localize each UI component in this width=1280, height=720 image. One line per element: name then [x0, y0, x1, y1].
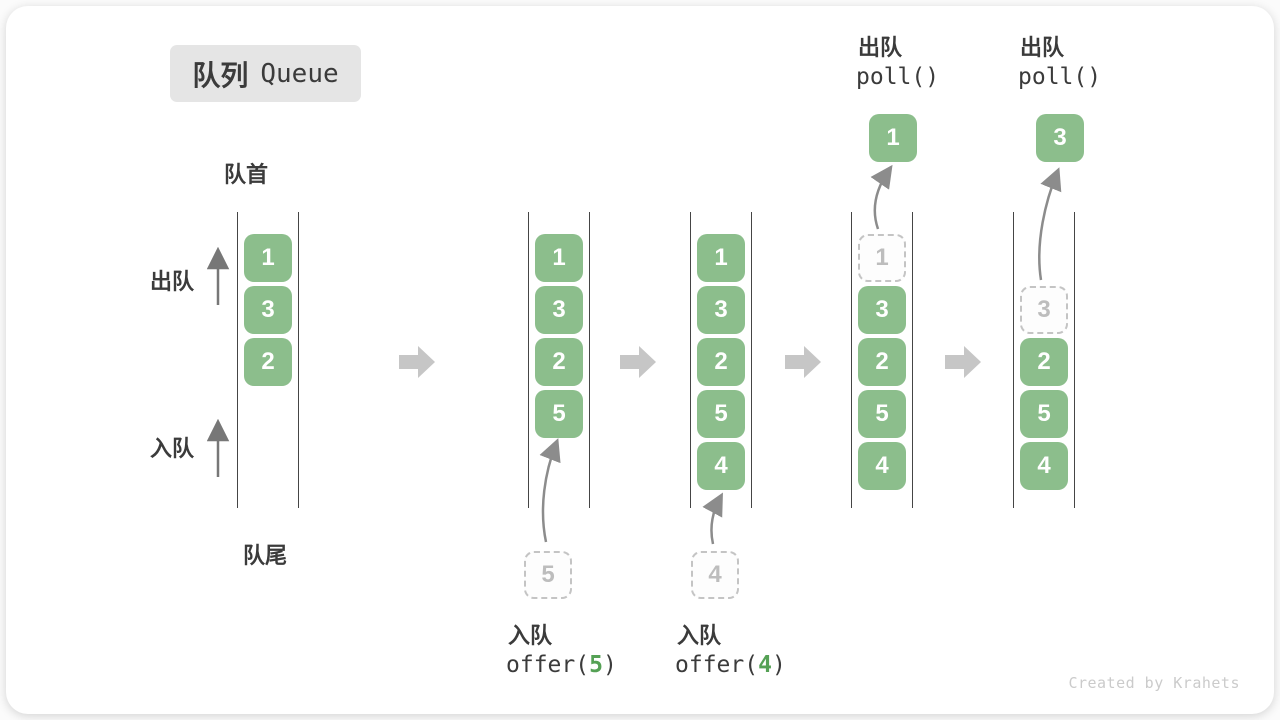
code-text: ) [771, 652, 786, 678]
queue-cell: 1 [535, 234, 583, 282]
queue-channel-1 [237, 212, 299, 508]
queue-cell: 4 [697, 442, 745, 490]
enqueue-side-label: 入队 [150, 436, 195, 461]
code-text: offer( [506, 652, 590, 678]
queue-cell: 2 [244, 338, 292, 386]
queue-cell: 5 [1020, 390, 1068, 438]
outgoing-cell: 1 [869, 114, 917, 162]
queue-cell: 5 [697, 390, 745, 438]
queue-cell: 1 [244, 234, 292, 282]
queue-channel-2 [528, 212, 590, 508]
dequeue-side-label: 出队 [150, 269, 195, 294]
dequeue2-code: poll() [1018, 64, 1102, 90]
dequeue2-label: 出队 [1020, 35, 1065, 60]
dequeue1-label: 出队 [858, 35, 903, 60]
code-arg: 5 [589, 652, 603, 678]
queue-channel-5 [1013, 212, 1075, 508]
queue-cell: 4 [1020, 442, 1068, 490]
outgoing-cell: 3 [1036, 114, 1084, 162]
title-badge: 队列 Queue [170, 45, 361, 102]
queue-cell: 3 [697, 286, 745, 334]
queue-cell: 5 [858, 390, 906, 438]
queue-cell: 3 [858, 286, 906, 334]
incoming-ghost-cell: 4 [691, 551, 739, 599]
queue-cell: 2 [1020, 338, 1068, 386]
queue-cell: 3 [535, 286, 583, 334]
queue-rear-label: 队尾 [243, 543, 288, 568]
code-text: offer( [675, 652, 759, 678]
removed-ghost-cell: 1 [858, 234, 906, 282]
queue-cell: 1 [697, 234, 745, 282]
credit-text: Created by Krahets [1068, 674, 1240, 692]
enqueue5-label: 入队 [508, 623, 553, 648]
queue-cell: 5 [535, 390, 583, 438]
enqueue4-label: 入队 [677, 623, 722, 648]
incoming-ghost-cell: 5 [524, 551, 572, 599]
code-text: ) [602, 652, 617, 678]
queue-cell: 3 [244, 286, 292, 334]
queue-front-label: 队首 [224, 162, 269, 187]
enqueue4-code: offer(4) [675, 652, 786, 678]
queue-cell: 2 [697, 338, 745, 386]
queue-cell: 2 [535, 338, 583, 386]
enqueue5-code: offer(5) [506, 652, 617, 678]
diagram-card [6, 6, 1274, 714]
code-arg: 4 [758, 652, 772, 678]
queue-cell: 4 [858, 442, 906, 490]
dequeue1-code: poll() [856, 64, 940, 90]
title-en: Queue [260, 58, 339, 89]
title-zh: 队列 [192, 59, 249, 91]
removed-ghost-cell: 3 [1020, 286, 1068, 334]
queue-channel-4 [851, 212, 913, 508]
queue-channel-3 [690, 212, 752, 508]
queue-cell: 2 [858, 338, 906, 386]
